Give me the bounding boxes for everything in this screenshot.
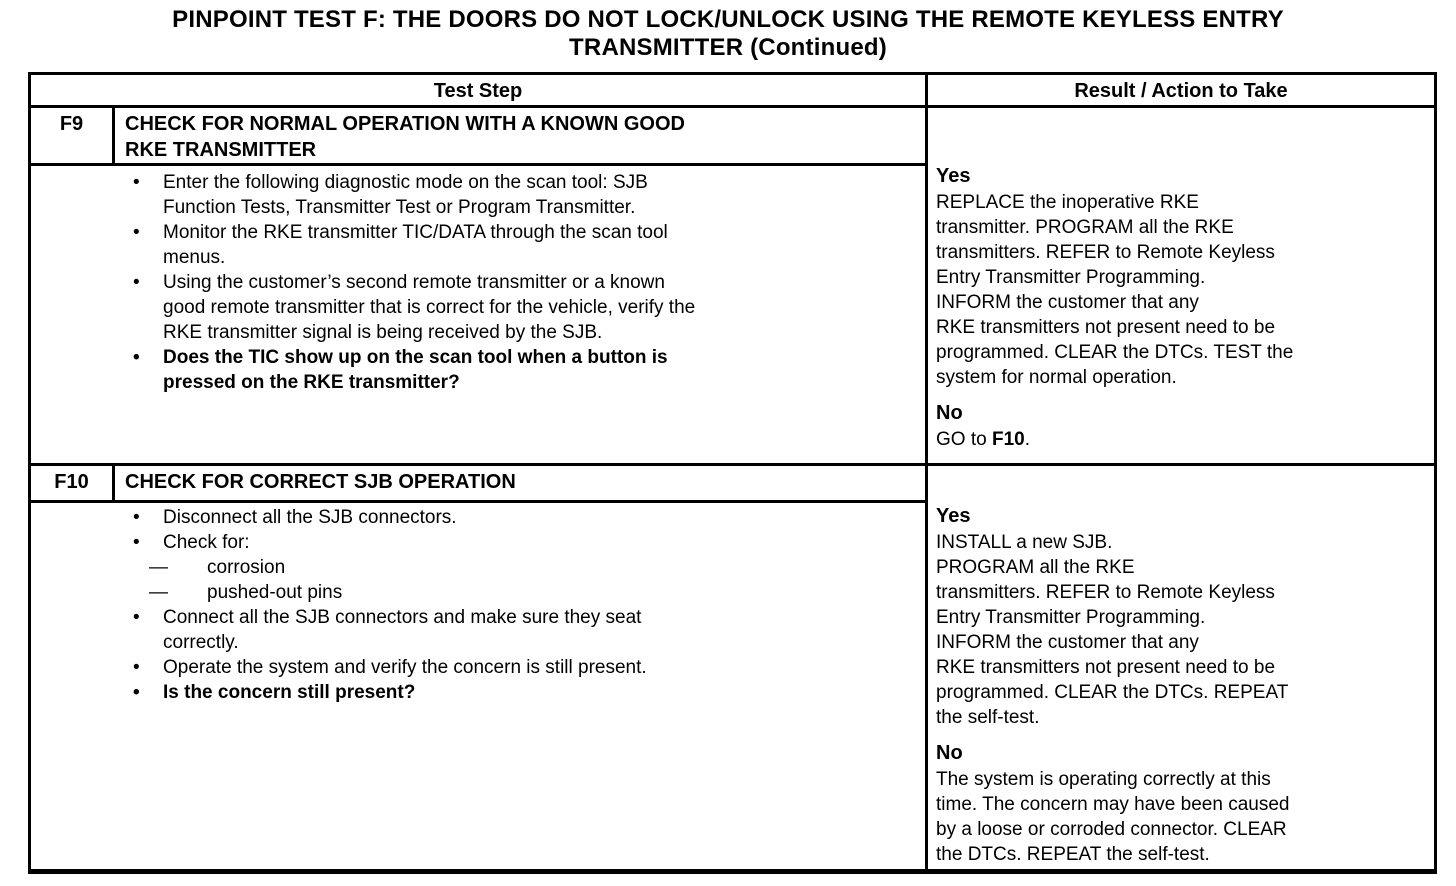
bullet-icon: • (133, 222, 140, 243)
bullet-icon: • (133, 172, 140, 193)
f10-bullet-3: • Connect all the SJB connectors and mak… (31, 605, 925, 655)
bullet-icon: • (133, 507, 140, 528)
f9-bullet-3: • Using the customer’s second remote tra… (31, 270, 925, 345)
f9-no-label: No (936, 402, 963, 424)
f9-bullet-2-text: Monitor the RKE transmitter TIC/DATA thr… (163, 222, 668, 268)
pinpoint-test-table: Test Step Result / Action to Take F9 CHE… (28, 72, 1437, 874)
f10-test-step-cell: • Disconnect all the SJB connectors. • C… (31, 503, 928, 869)
f9-question-text: Does the TIC show up on the scan tool wh… (163, 347, 668, 393)
f9-test-step-cell: • Enter the following diagnostic mode on… (31, 166, 928, 466)
f9-bullet-1: • Enter the following diagnostic mode on… (31, 170, 925, 220)
f9-question: • Does the TIC show up on the scan tool … (31, 345, 925, 395)
f10-yes-label: Yes (936, 505, 971, 527)
bullet-icon: • (133, 657, 140, 678)
f10-subitem-1-text: corrosion (207, 557, 286, 578)
bullet-icon: • (133, 272, 140, 293)
f9-bullet-3-text: Using the customer’s second remote trans… (163, 272, 696, 343)
f9-yes-action: REPLACE the inoperative RKE transmitter.… (936, 192, 1294, 388)
column-header-result-action: Result / Action to Take (928, 75, 1434, 108)
f10-bullet-1-text: Disconnect all the SJB connectors. (163, 507, 457, 528)
dash-icon: — (149, 557, 168, 578)
page-title: PINPOINT TEST F: THE DOORS DO NOT LOCK/U… (0, 6, 1456, 62)
f10-yes-action: INSTALL a new SJB. PROGRAM all the RKE t… (936, 532, 1289, 728)
f10-subitem-2: — pushed-out pins (31, 580, 925, 605)
f10-bullet-2: • Check for: (31, 530, 925, 555)
f10-bullet-2-text: Check for: (163, 532, 250, 553)
dash-icon: — (149, 582, 168, 603)
f10-bullet-4: • Operate the system and verify the conc… (31, 655, 925, 680)
f9-bullet-1-text: Enter the following diagnostic mode on t… (163, 172, 648, 218)
page-title-line-2: TRANSMITTER (Continued) (569, 34, 887, 61)
f9-bullet-2: • Monitor the RKE transmitter TIC/DATA t… (31, 220, 925, 270)
f10-subitem-1: — corrosion (31, 555, 925, 580)
f10-bullet-1: • Disconnect all the SJB connectors. (31, 505, 925, 530)
f10-bullet-3-text: Connect all the SJB connectors and make … (163, 607, 642, 653)
f10-step-id: F10 (31, 466, 115, 503)
f10-question-text: Is the concern still present? (163, 682, 416, 703)
bullet-icon: • (133, 682, 140, 703)
f10-result-cell: Yes INSTALL a new SJB. PROGRAM all the R… (928, 466, 1434, 869)
f9-no-action: GO to F10. (936, 429, 1030, 450)
f10-question: • Is the concern still present? (31, 680, 925, 705)
f9-yes-label: Yes (936, 165, 971, 187)
f9-step-title: CHECK FOR NORMAL OPERATION WITH A KNOWN … (115, 108, 928, 166)
bullet-icon: • (133, 347, 140, 368)
column-header-test-step: Test Step (31, 75, 928, 108)
page-title-line-1: PINPOINT TEST F: THE DOORS DO NOT LOCK/U… (172, 6, 1284, 33)
f10-subitem-2-text: pushed-out pins (207, 582, 343, 603)
f10-bullet-4-text: Operate the system and verify the concer… (163, 657, 647, 678)
f10-no-label: No (936, 742, 963, 764)
f10-no-action: The system is operating correctly at thi… (936, 769, 1290, 865)
f9-step-id: F9 (31, 108, 115, 166)
f10-step-title: CHECK FOR CORRECT SJB OPERATION (115, 466, 928, 503)
bullet-icon: • (133, 532, 140, 553)
f9-result-cell: Yes REPLACE the inoperative RKE transmit… (928, 108, 1434, 466)
bullet-icon: • (133, 607, 140, 628)
